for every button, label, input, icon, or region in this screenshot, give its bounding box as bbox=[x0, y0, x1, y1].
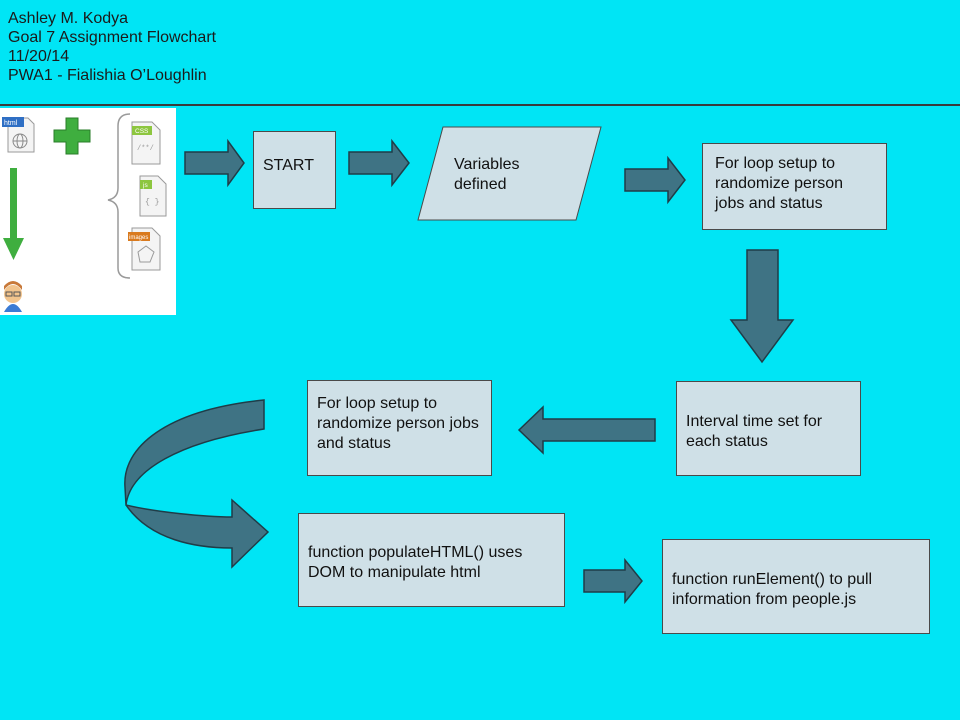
person-avatar-icon bbox=[4, 281, 22, 312]
arrow-to-run-element bbox=[583, 557, 643, 605]
plus-icon bbox=[53, 117, 91, 155]
slide-header: Ashley M. Kodya Goal 7 Assignment Flowch… bbox=[8, 9, 216, 85]
css-file-icon: CSS /**/ bbox=[131, 121, 161, 165]
course-instructor: PWA1 - Fialishia O’Loughlin bbox=[8, 67, 207, 84]
start-box: START bbox=[253, 131, 336, 209]
down-arrow-icon bbox=[3, 168, 24, 260]
curved-arrow-to-populate bbox=[124, 399, 270, 569]
brace-icon bbox=[107, 113, 131, 279]
svg-text:html: html bbox=[4, 120, 18, 127]
interval-box: Interval time set for each status bbox=[676, 381, 861, 476]
html-file-icon: html bbox=[2, 117, 35, 153]
js-file-icon: js { } bbox=[139, 175, 167, 217]
populate-html-box: function populateHTML() uses DOM to mani… bbox=[298, 513, 565, 607]
arrow-to-loop2 bbox=[517, 405, 656, 455]
arrow-to-variables bbox=[348, 138, 410, 188]
variables-parallelogram bbox=[417, 126, 602, 221]
author-name: Ashley M. Kodya bbox=[8, 10, 129, 27]
run-element-label: function runElement() to pull informatio… bbox=[672, 571, 873, 608]
date: 11/20/14 bbox=[8, 48, 70, 65]
svg-text:CSS: CSS bbox=[135, 128, 149, 135]
variables-label: Variables defined bbox=[454, 156, 520, 193]
assignment-title: Goal 7 Assignment Flowchart bbox=[8, 29, 217, 46]
file-structure-panel: html CSS /**/ bbox=[0, 108, 176, 315]
loop-setup-label-1: For loop setup to randomize person jobs … bbox=[715, 155, 844, 212]
header-divider bbox=[0, 104, 960, 106]
populate-html-label: function populateHTML() uses DOM to mani… bbox=[308, 544, 523, 581]
start-label: START bbox=[263, 157, 314, 174]
svg-text:images: images bbox=[129, 235, 148, 241]
loop-setup-label-2: For loop setup to randomize person jobs … bbox=[317, 395, 479, 452]
interval-label: Interval time set for each status bbox=[686, 413, 823, 450]
arrow-to-loop1 bbox=[624, 155, 686, 205]
svg-text:/**/: /**/ bbox=[137, 145, 154, 153]
svg-text:js: js bbox=[142, 182, 148, 189]
arrow-to-interval bbox=[729, 249, 795, 364]
arrow-to-start bbox=[184, 138, 245, 188]
file-structure-graphic: html CSS /**/ bbox=[2, 113, 167, 312]
loop-setup-box-2: For loop setup to randomize person jobs … bbox=[307, 380, 492, 476]
loop-setup-box-1: For loop setup to randomize person jobs … bbox=[702, 143, 887, 230]
svg-text:{ }: { } bbox=[145, 198, 159, 207]
run-element-box: function runElement() to pull informatio… bbox=[662, 539, 930, 634]
images-file-icon: images bbox=[128, 227, 161, 271]
